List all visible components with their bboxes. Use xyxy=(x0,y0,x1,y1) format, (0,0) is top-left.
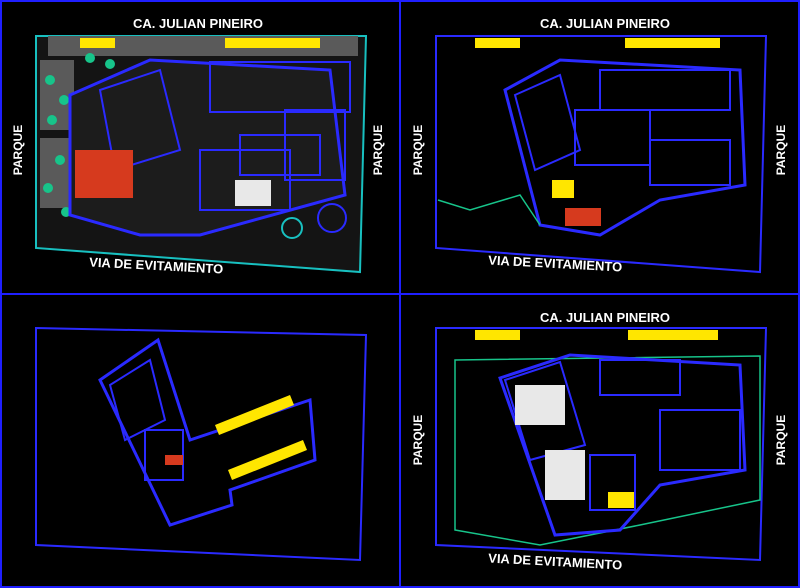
yellow-fixtures-2 xyxy=(552,180,574,198)
site-boundary-3 xyxy=(35,326,368,562)
plaza-roundabout xyxy=(281,203,347,239)
panel-second-floor: CA. JULIAN PINEIRO PARQUE PARQUE VIA DE … xyxy=(411,310,788,573)
parking-stalls-right-4 xyxy=(628,330,718,340)
parking-stalls-right-2 xyxy=(625,38,720,48)
lab-tables-4 xyxy=(515,385,585,500)
green-site-line-4 xyxy=(454,355,761,546)
parking-rows xyxy=(215,395,307,480)
street-label-top-4: CA. JULIAN PINEIRO xyxy=(540,310,670,325)
parking-stalls-left-4 xyxy=(475,330,520,340)
panel-basement xyxy=(35,326,368,562)
park-label-right-2: PARQUE xyxy=(774,125,788,175)
building-outline-2 xyxy=(503,58,747,237)
auditorium-seating xyxy=(75,150,133,198)
rooms-4 xyxy=(503,359,741,511)
garden-left-lower xyxy=(40,138,74,208)
panel-first-floor: CA. JULIAN PINEIRO PARQUE PARQUE VIA DE … xyxy=(411,16,788,275)
building-footprint xyxy=(68,58,347,237)
building-outline-4 xyxy=(498,353,747,537)
street-label-top-2: CA. JULIAN PINEIRO xyxy=(540,16,670,31)
park-label-left: PARQUE xyxy=(11,125,25,175)
garden-left xyxy=(40,60,74,130)
road-label-bottom: VIA DE EVITAMIENTO xyxy=(89,255,224,277)
site-boundary-2 xyxy=(435,35,768,274)
yellow-fixtures-4 xyxy=(608,492,634,508)
park-label-left-2: PARQUE xyxy=(411,125,425,175)
parking-stalls-left xyxy=(80,38,115,48)
road-label-bottom-2: VIA DE EVITAMIENTO xyxy=(488,253,623,275)
park-label-right: PARQUE xyxy=(371,125,385,175)
court xyxy=(235,180,271,206)
basement-outline xyxy=(98,337,317,527)
park-label-right-4: PARQUE xyxy=(774,415,788,465)
site-boundary-4 xyxy=(435,327,768,562)
road-label-bottom-4: VIA DE EVITAMIENTO xyxy=(488,551,623,573)
rooms-2 xyxy=(513,69,731,186)
parking-stalls-left-2 xyxy=(475,38,520,48)
street-label-top: CA. JULIAN PINEIRO xyxy=(133,16,263,31)
green-contour-2 xyxy=(437,194,541,226)
rooms xyxy=(98,61,351,211)
red-fixtures-2 xyxy=(565,208,601,226)
panel-site-plan: CA. JULIAN PINEIRO PARQUE PARQUE VIA DE … xyxy=(11,16,385,277)
park-label-left-4: PARQUE xyxy=(411,415,425,465)
parking-stalls-right xyxy=(225,38,320,48)
red-fixture-3 xyxy=(165,455,183,465)
